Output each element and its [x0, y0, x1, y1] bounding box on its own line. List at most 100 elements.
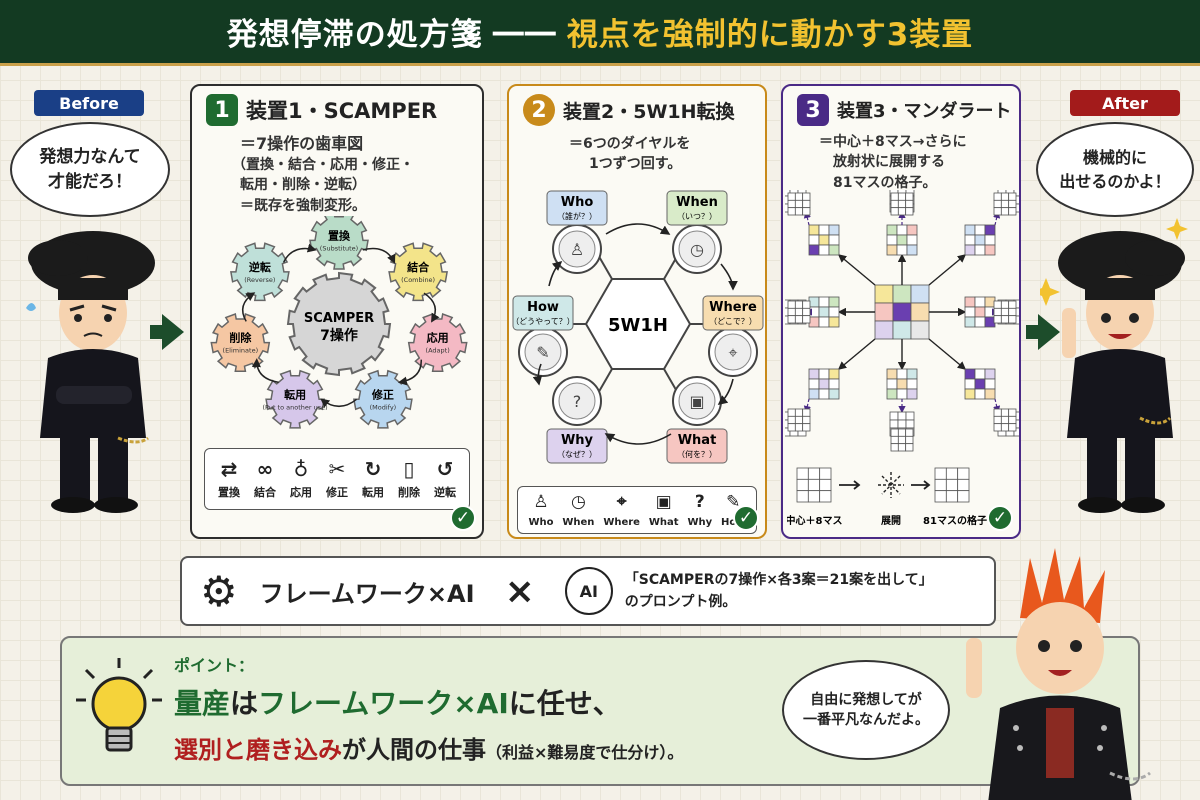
- expand-arrow: [928, 338, 967, 370]
- mandalart-outer-grid: [897, 428, 907, 437]
- mandalart-sub-grid: [828, 378, 840, 390]
- icon-item-adapt: ♁応用: [290, 459, 312, 500]
- icon-item-why: ?Why: [687, 492, 712, 528]
- step-label: 中心＋8マス: [787, 514, 842, 527]
- punk-character-illustration: [966, 548, 1151, 800]
- mandalart-outer-grid: [1008, 408, 1017, 417]
- mandalart-sub-grid: [974, 378, 986, 390]
- dial-label: Who: [561, 195, 594, 210]
- before-bubble-line1: 発想力なんて: [39, 146, 141, 167]
- mandalart-outer-grid: [993, 408, 1002, 417]
- ai-brain-icon: AI: [564, 567, 613, 615]
- before-speech-bubble: 発想力なんて 才能だろ！: [10, 122, 170, 217]
- mandalart-sub-grid: [974, 316, 986, 328]
- icon-item-put-to-use: ↻転用: [362, 459, 384, 500]
- mandalart-sub-grid: [818, 378, 830, 390]
- dial-label: Where: [709, 300, 757, 315]
- icon-label: What: [648, 517, 679, 528]
- step-grid: [819, 467, 832, 480]
- icon-item-reverse: ↺逆転: [434, 459, 456, 500]
- icon-item-when: ◷When: [562, 492, 594, 528]
- 5w1h-icon-bar: ♙Who ◷When ⌖Where ▣What ?Why ✎How: [517, 486, 757, 534]
- mandalart-sub-grid: [886, 224, 898, 236]
- mandalart-sub-grid: [984, 378, 996, 390]
- mandalart-outer-grid: [890, 199, 899, 209]
- step-grid: [796, 490, 809, 503]
- mandalart-outer-grid: [794, 199, 804, 209]
- mandalart-sub-grid: [964, 234, 976, 246]
- step-grid: [945, 490, 959, 503]
- before-arrow-icon: [162, 314, 184, 350]
- step-grid: [957, 478, 970, 492]
- after-bubble-line2: 出せるのかよ！: [1059, 171, 1171, 191]
- mandalart-outer-grid: [1013, 427, 1019, 437]
- before-bubble-line2: 才能だろ！: [48, 171, 132, 192]
- rotation-arrow: [548, 260, 563, 287]
- mandalart-outer-grid: [993, 207, 1002, 216]
- mandalart-sub-grid: [974, 368, 986, 380]
- panel1-number: 1: [206, 94, 238, 126]
- scamper-gear-label: 逆転: [249, 260, 271, 274]
- mandalart-center-grid: [892, 320, 912, 340]
- dial-label-box: [702, 295, 764, 331]
- scamper-gear-sublabel: (Modify): [370, 403, 397, 411]
- before-badge: Before: [34, 90, 144, 116]
- framework-ai-bar: ⚙ フレームワーク×AI × AI 「SCAMPERの7操作×各3案＝21案を出…: [180, 556, 996, 626]
- scamper-gear-diagram: SCAMPER7操作置換(Substitute)結合(Combine)応用(Ad…: [210, 216, 468, 429]
- center-gear-label: SCAMPER: [304, 311, 374, 326]
- mandalart-sub-grid: [896, 378, 908, 390]
- panel2-title-row: 2 装置2・5W1H転換: [523, 94, 735, 126]
- mandalart-outer-grid: [897, 435, 907, 445]
- cycle-arrow: [282, 243, 317, 263]
- scamper-gear-sublabel: (Eliminate): [223, 347, 259, 355]
- 5w1h-dial-diagram: 5W1H♙Who（誰が？）◷When（いつ？）⌖Where（どこで？）▣What…: [511, 190, 764, 464]
- mandalart-sub-grid: [974, 306, 986, 318]
- check-icon: ✓: [987, 505, 1013, 531]
- mandalart-sub-grid: [906, 234, 918, 246]
- panel1-desc-line: （置換・結合・応用・修正・: [232, 157, 414, 174]
- icon-label: 転用: [362, 485, 384, 499]
- mandalart-sub-grid: [818, 234, 830, 246]
- mandalart-outer-grid: [905, 411, 915, 421]
- mandalart-sub-grid: [828, 234, 840, 246]
- scamper-gear-label: 置換: [328, 228, 351, 242]
- mandalart-sub-grid: [818, 306, 830, 318]
- before-arrow-stem: [150, 325, 164, 339]
- swap-icon: ⇄: [220, 456, 238, 481]
- times-symbol: ×: [504, 570, 535, 612]
- mandalart-outer-grid: [890, 443, 899, 452]
- mandalart-sub-grid: [974, 234, 986, 246]
- mandalart-outer-grid: [993, 300, 1002, 309]
- mandalart-sub-grid: [964, 296, 976, 308]
- point-mass-production: 量産: [174, 687, 231, 720]
- dial-label-box: [512, 295, 574, 331]
- mandalart-outer-grid: [1000, 423, 1010, 432]
- mandalart-outer-grid: [897, 199, 907, 209]
- before-character-illustration: [26, 231, 155, 513]
- mandalart-outer-grid: [1000, 207, 1010, 216]
- mandalart-sub-grid: [964, 244, 976, 256]
- scamper-gear-label: 削除: [229, 331, 252, 345]
- center-gear-sublabel: 7操作: [320, 327, 358, 344]
- mandalart-sub-grid: [896, 368, 908, 380]
- point-framework-ai: フレームワーク×AI: [258, 687, 509, 720]
- mandalart-sub-grid: [808, 224, 820, 236]
- rotation-arrow: [717, 378, 734, 406]
- mandalart-sub-grid: [896, 244, 908, 256]
- step-arrow: [911, 480, 931, 490]
- panel2-desc-line: ＝6つのダイヤルを: [569, 136, 691, 152]
- mandalart-outer-grid: [802, 315, 811, 324]
- scamper-gear-sublabel: (Combine): [401, 276, 435, 284]
- icon-label: 削除: [398, 485, 420, 499]
- mandalart-outer-grid: [889, 411, 899, 421]
- mandalart-sub-grid: [984, 306, 996, 318]
- mandalart-outer-grid: [787, 423, 796, 432]
- scamper-icon-bar: ⇄置換 ∞結合 ♁応用 ✂修正 ↻転用 ▯削除 ↺逆転: [204, 448, 470, 510]
- dial-inner: [558, 230, 596, 268]
- mandalart-center-grid: [892, 302, 912, 322]
- icon-item-who: ♙Who: [528, 492, 553, 528]
- mandalart-outer-grid: [787, 415, 796, 425]
- step-grid: [945, 478, 959, 492]
- mandalart-outer-grid: [1008, 192, 1017, 201]
- mandalart-sub-grid: [828, 388, 840, 400]
